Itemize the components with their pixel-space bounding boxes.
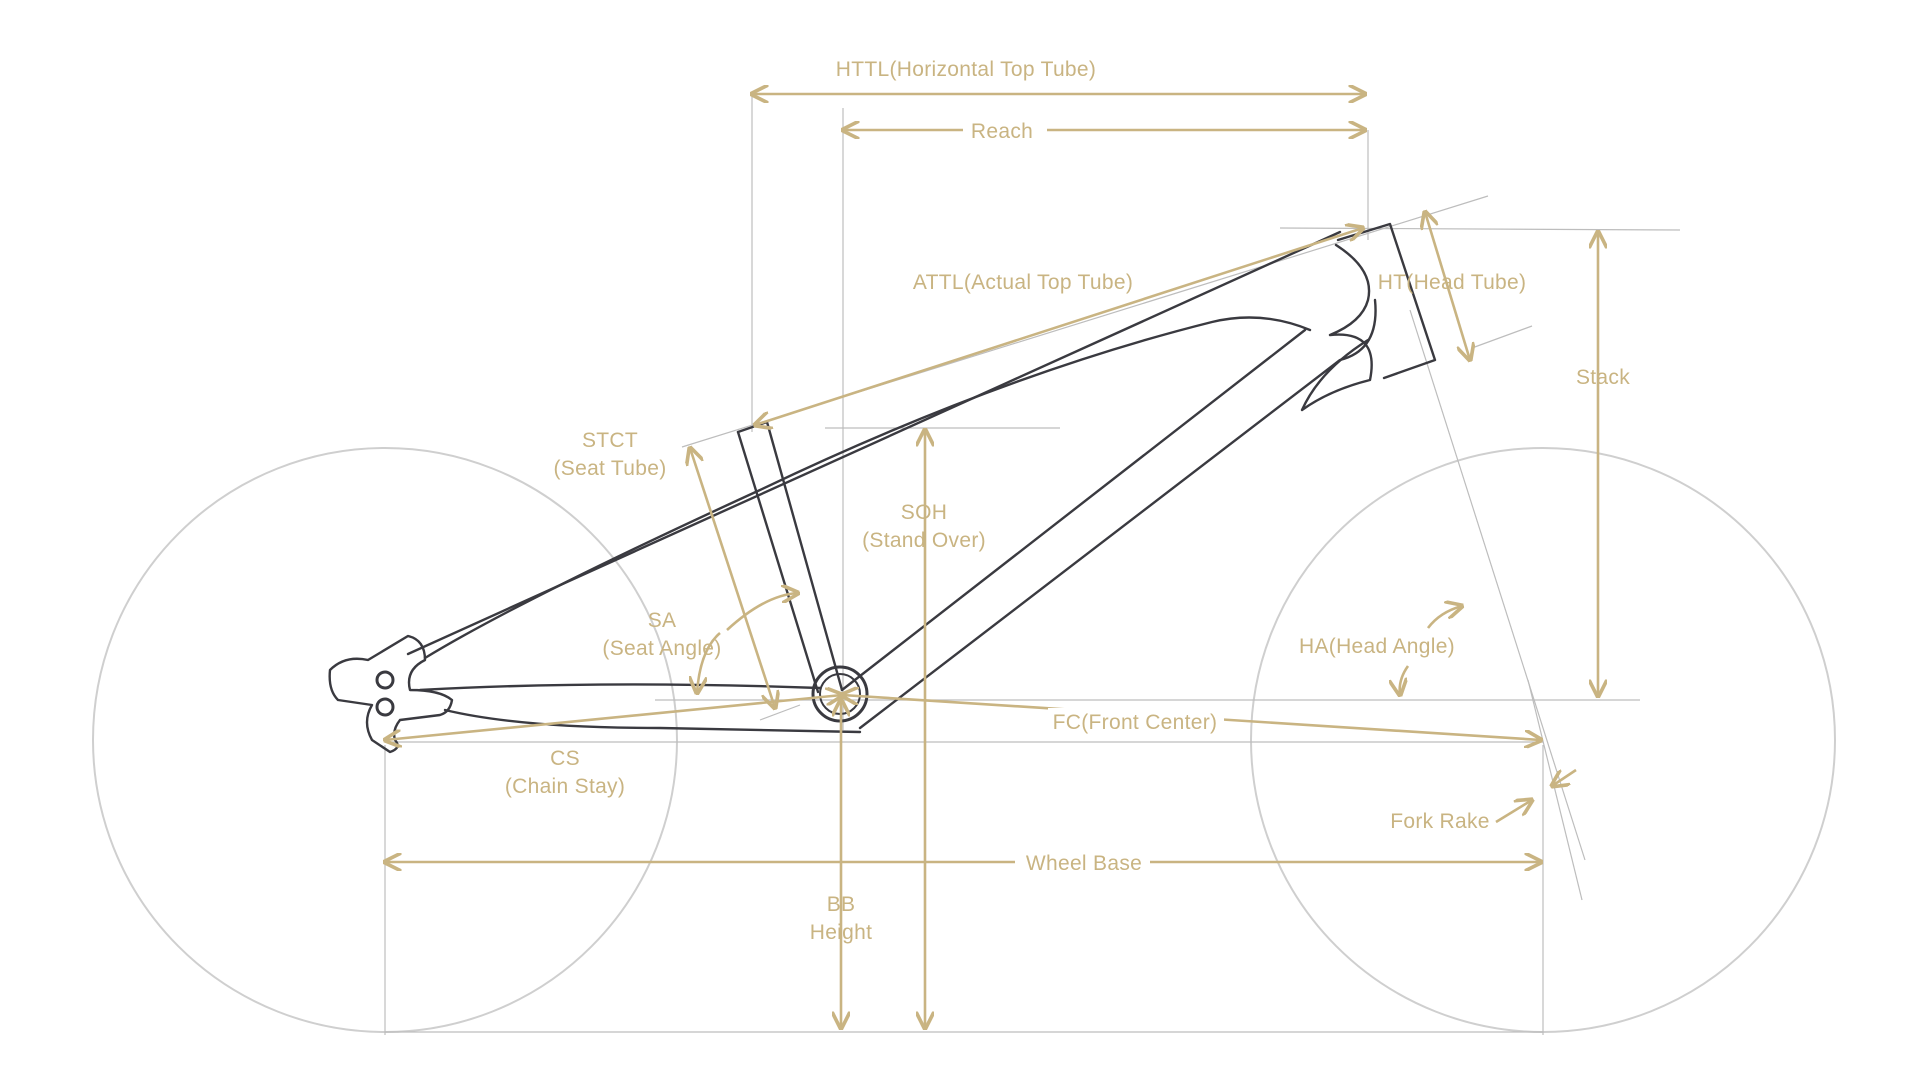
stct-label: STCT: [582, 429, 638, 452]
ha-arc: [1400, 665, 1410, 695]
attl-line: [755, 228, 1363, 425]
bb-height-label: BB: [827, 893, 856, 916]
ht-label: HT(Head Tube): [1378, 271, 1527, 294]
sa-label: (Seat Angle): [602, 637, 721, 660]
fork-rake-label: Fork Rake: [1390, 810, 1490, 833]
fc-label: FC(Front Center): [1053, 711, 1218, 734]
ha-arc: [1426, 606, 1462, 629]
bb-height-label: Height: [810, 921, 873, 944]
httl-label: HTTL(Horizontal Top Tube): [836, 58, 1096, 81]
sa-label: SA: [648, 609, 677, 632]
stct-label: (Seat Tube): [553, 457, 666, 480]
fork-rake-arrow: [1552, 768, 1577, 786]
seat-tube: [736, 420, 844, 692]
soh-label: SOH: [901, 501, 947, 524]
ht-line: [1425, 212, 1470, 360]
dropout-bolt: [375, 670, 395, 690]
dropout-bolt: [375, 697, 395, 717]
reach-label: Reach: [971, 120, 1033, 143]
sa-arc: [697, 632, 721, 693]
stack-label: Stack: [1576, 366, 1630, 389]
soh-label: (Stand Over): [862, 529, 986, 552]
attl-label: ATTL(Actual Top Tube): [913, 271, 1133, 294]
chain-stay: [418, 683, 822, 692]
cs-line: [385, 695, 842, 740]
wheel-base-label: Wheel Base: [1026, 852, 1142, 875]
cs-label: (Chain Stay): [505, 775, 625, 798]
guide-lines: [384, 92, 1681, 1035]
sa-arc: [726, 593, 798, 631]
bike-frame: [328, 222, 1437, 754]
ha-label: HA(Head Angle): [1299, 635, 1455, 658]
cs-label: CS: [550, 747, 580, 770]
fork-rake-arrow: [1495, 800, 1532, 824]
stct-line: [690, 448, 775, 708]
dimension-lines: [385, 94, 1598, 1028]
